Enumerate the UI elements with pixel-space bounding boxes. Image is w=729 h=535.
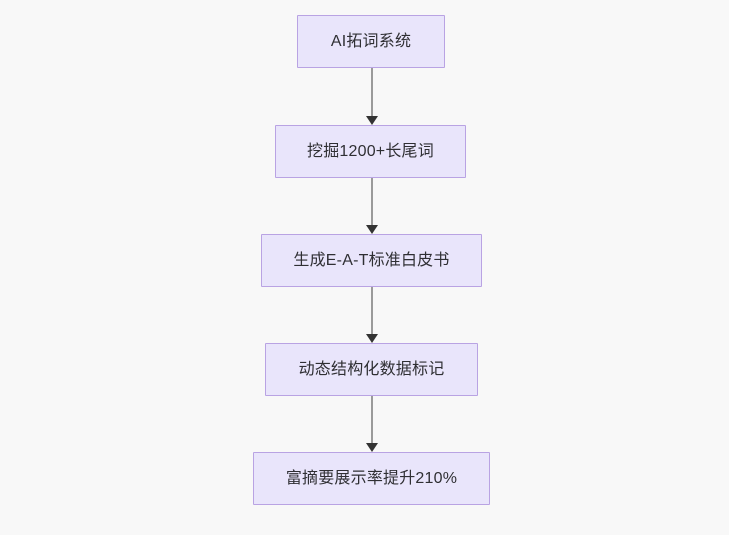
flow-connector-arrow [360, 287, 384, 343]
flow-node-label: 生成E-A-T标准白皮书 [293, 251, 450, 269]
flow-connector-arrow [360, 68, 384, 125]
flow-node-label: 动态结构化数据标记 [298, 360, 445, 378]
connector-line [371, 396, 373, 444]
flow-connector-arrow [360, 396, 384, 452]
connector-line [371, 68, 373, 117]
arrowhead-down-icon [366, 116, 378, 125]
connector-line [371, 178, 373, 226]
flow-node-label: 挖掘1200+长尾词 [307, 142, 434, 160]
flow-node-generate-eat-whitepaper[interactable]: 生成E-A-T标准白皮书 [261, 234, 482, 287]
flow-node-ai-keyword-system[interactable]: AI拓词系统 [297, 15, 445, 68]
arrowhead-down-icon [366, 334, 378, 343]
connector-line [371, 287, 373, 335]
flow-node-dynamic-structured-data-markup[interactable]: 动态结构化数据标记 [265, 343, 478, 396]
flow-node-rich-snippet-uplift[interactable]: 富摘要展示率提升210% [253, 452, 490, 505]
flow-node-label: AI拓词系统 [330, 32, 412, 50]
flow-node-label: 富摘要展示率提升210% [285, 469, 458, 487]
arrowhead-down-icon [366, 225, 378, 234]
flow-connector-arrow [360, 178, 384, 234]
arrowhead-down-icon [366, 443, 378, 452]
flow-node-mine-longtail-keywords[interactable]: 挖掘1200+长尾词 [275, 125, 466, 178]
